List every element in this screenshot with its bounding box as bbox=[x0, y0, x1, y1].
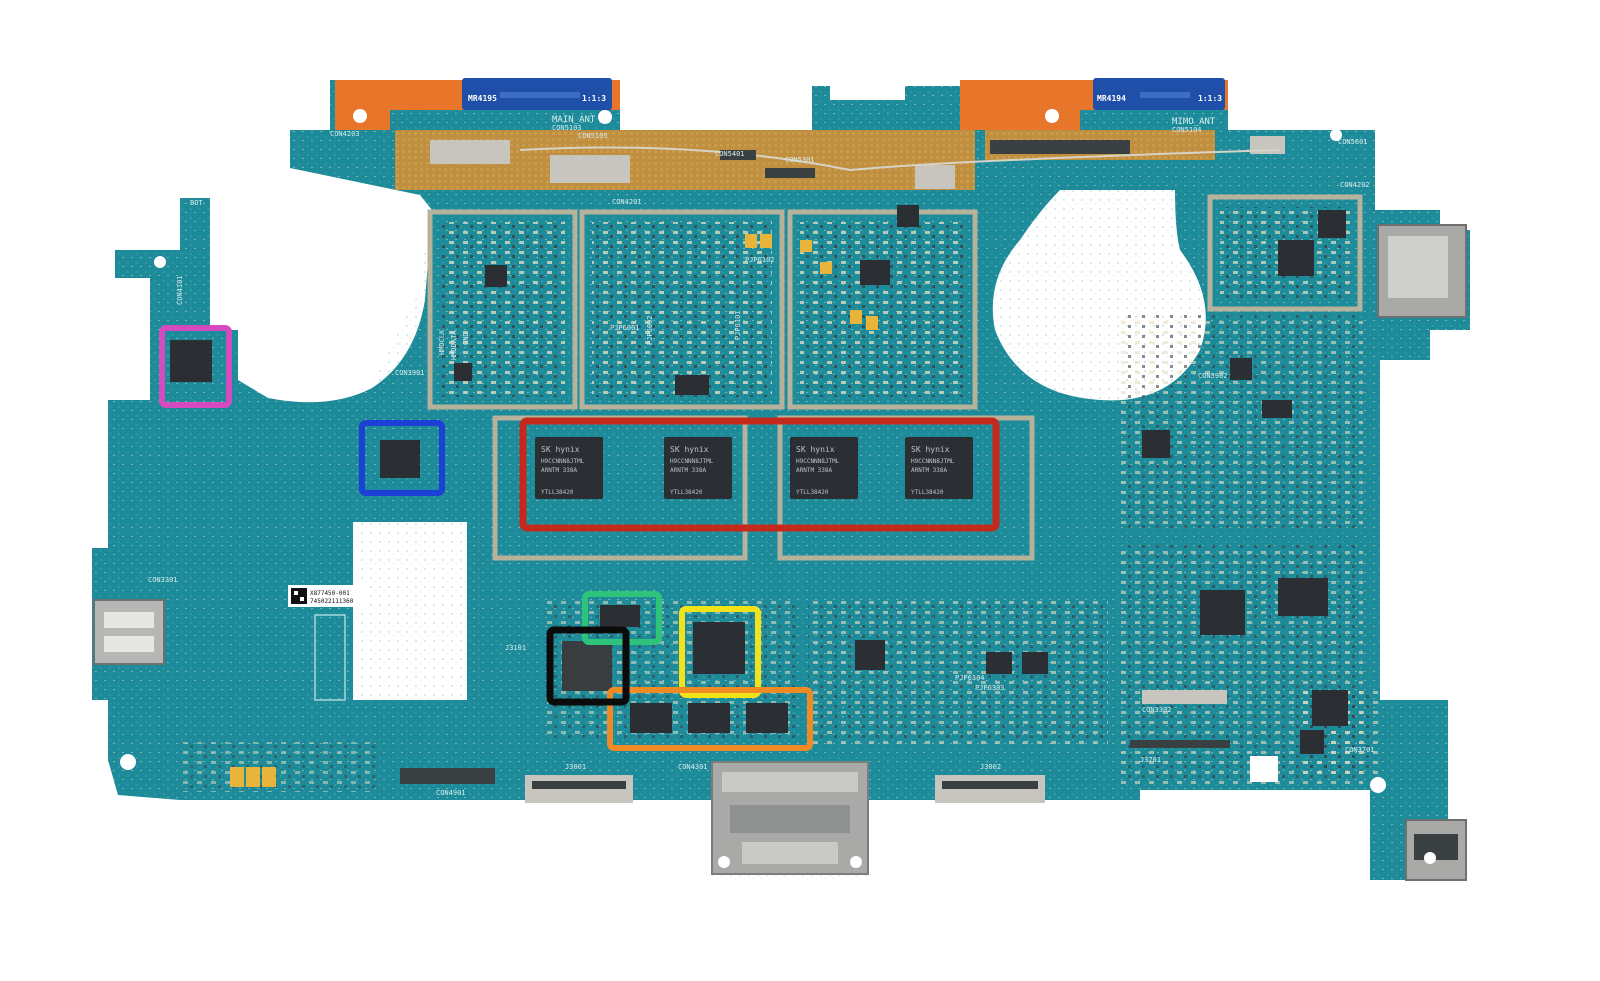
memory-chip-1-line3: YTLL38420 bbox=[541, 489, 574, 496]
silk-con4202: CON4202 bbox=[1340, 181, 1370, 189]
antenna-flex-area bbox=[395, 130, 1285, 190]
card-slot bbox=[1377, 224, 1467, 318]
silk-con3301: CON3301 bbox=[148, 576, 178, 584]
screw-holes bbox=[120, 110, 1436, 864]
highlight-orange bbox=[607, 687, 813, 751]
antenna-left-part: MR4195 bbox=[468, 94, 497, 103]
barcode-line1: X877450-001 bbox=[310, 590, 350, 597]
highlight-red bbox=[519, 417, 1000, 532]
memory-chip-1: SK hynix H9CCNNN8JTML ARNTM 338A YTLL384… bbox=[535, 437, 603, 499]
silkscreen-labels: BOT CON4203 CON5401 CON5301 CON4202 CON4… bbox=[148, 130, 1375, 797]
silk-pjp6101: PJP6101 bbox=[734, 310, 742, 340]
usb-port bbox=[93, 599, 165, 665]
connectors bbox=[400, 150, 1230, 803]
silk-con4201: CON4201 bbox=[612, 198, 642, 206]
memory-chip-2-line1: H9CCNNN8JTML bbox=[670, 458, 714, 465]
memory-chip-1-line1: H9CCNNN8JTML bbox=[541, 458, 585, 465]
white-sticker bbox=[1250, 756, 1278, 782]
silk-con3902: CON3902 bbox=[1198, 372, 1228, 380]
capacitors bbox=[230, 234, 878, 787]
highlight-boxes bbox=[159, 325, 1000, 751]
silk-gnd: GND bbox=[462, 332, 470, 345]
chip-magenta-target bbox=[170, 340, 212, 382]
antenna-left-ref: CON5103 bbox=[552, 124, 582, 132]
silk-pjp6102: PJP6102 bbox=[745, 256, 775, 264]
silk-con5401: CON5401 bbox=[715, 150, 745, 158]
silk-con4203: CON4203 bbox=[330, 130, 360, 138]
silk-con4301: CON4301 bbox=[678, 763, 708, 771]
memory-chip-4: SK hynix H9CCNNN8JTML ARNTM 338A YTLL384… bbox=[905, 437, 973, 499]
antenna-right-label: MIMO_ANT bbox=[1172, 117, 1216, 127]
silk-hmdclk: HMDCLK bbox=[438, 329, 446, 355]
memory-chip-3-line2: ARNTM 338A bbox=[796, 467, 833, 474]
misc-chips bbox=[454, 205, 1348, 754]
highlight-blue bbox=[359, 420, 445, 496]
highlight-black bbox=[546, 626, 630, 706]
hinge-bracket bbox=[711, 761, 869, 875]
silk-pjp6304: PJP6304 bbox=[955, 674, 985, 682]
silk-j3002: J3002 bbox=[980, 763, 1001, 771]
antenna-left-ratio: 1:1:3 bbox=[582, 94, 606, 103]
memory-chip-1-brand: SK hynix bbox=[541, 445, 580, 454]
memory-chip-3: SK hynix H9CCNNN8JTML ARNTM 338A YTLL384… bbox=[790, 437, 858, 499]
highlight-yellow bbox=[679, 606, 761, 698]
memory-chip-4-line2: ARNTM 338A bbox=[911, 467, 948, 474]
port-right bbox=[1405, 819, 1467, 881]
memory-chip-2-line3: YTLL38420 bbox=[670, 489, 703, 496]
silk-con4101: CON4101 bbox=[176, 275, 184, 305]
memory-chip-2: SK hynix H9CCNNN8JTML ARNTM 338A YTLL384… bbox=[664, 437, 732, 499]
silk-j3001: J3001 bbox=[565, 763, 586, 771]
memory-chip-1-line2: ARNTM 338A bbox=[541, 467, 578, 474]
barcode-label: X877450-001 745022111360 bbox=[288, 585, 370, 607]
chip-yellow-target bbox=[693, 622, 745, 674]
chips-orange-target bbox=[630, 703, 788, 733]
antenna-left-label: MAIN_ANT bbox=[552, 115, 596, 125]
memory-chip-4-line3: YTLL38420 bbox=[911, 489, 944, 496]
silk-bot: BOT bbox=[190, 199, 203, 207]
silk-con3302: CON3302 bbox=[1142, 706, 1172, 714]
highlight-magenta bbox=[159, 325, 232, 408]
chip-black-target bbox=[562, 641, 612, 691]
memory-chip-2-line2: ARNTM 338A bbox=[670, 467, 707, 474]
silk-con3701: CON3701 bbox=[1345, 746, 1375, 754]
memory-chip-3-brand: SK hynix bbox=[796, 445, 835, 454]
silk-hmddata: HMDDATA bbox=[450, 330, 458, 360]
antenna-right-ref: CON5104 bbox=[1172, 126, 1202, 134]
component-fields bbox=[180, 207, 1380, 792]
silk-pjp6001: PJP6001 bbox=[610, 324, 640, 332]
silk-con5601: CON5601 bbox=[1338, 138, 1368, 146]
antenna-right-part: MR4194 bbox=[1097, 94, 1126, 103]
memory-chip-3-line1: H9CCNNN8JTML bbox=[796, 458, 840, 465]
highlight-green bbox=[582, 591, 662, 645]
chip-blue-target bbox=[380, 440, 420, 478]
antenna-left-ref2: CON5105 bbox=[578, 132, 608, 140]
antenna-right: MR4194 1:1:3 MIMO_ANT CON5104 bbox=[960, 78, 1228, 134]
memory-chip-3-line3: YTLL38420 bbox=[796, 489, 829, 496]
memory-chip-4-brand: SK hynix bbox=[911, 445, 950, 454]
silk-con4901: CON4901 bbox=[436, 789, 466, 797]
chip-green-target bbox=[600, 605, 640, 627]
antenna-left: MR4195 1:1:3 MAIN_ANT CON5103 CON5105 bbox=[335, 78, 620, 140]
silk-pjp6002: PJP6002 bbox=[646, 315, 654, 345]
memory-chip-2-brand: SK hynix bbox=[670, 445, 709, 454]
antenna-right-ratio: 1:1:3 bbox=[1198, 94, 1222, 103]
silk-pjp6303: PJP6303 bbox=[975, 684, 1005, 692]
barcode-line2: 745022111360 bbox=[310, 598, 354, 605]
silk-con5301: CON5301 bbox=[785, 156, 815, 164]
memory-chip-4-line1: H9CCNNN8JTML bbox=[911, 458, 955, 465]
silk-j3101: J3101 bbox=[505, 644, 526, 652]
silk-con3901: CON3901 bbox=[395, 369, 425, 377]
silk-j3701: J3701 bbox=[1140, 756, 1161, 764]
outline-pad bbox=[314, 614, 346, 701]
